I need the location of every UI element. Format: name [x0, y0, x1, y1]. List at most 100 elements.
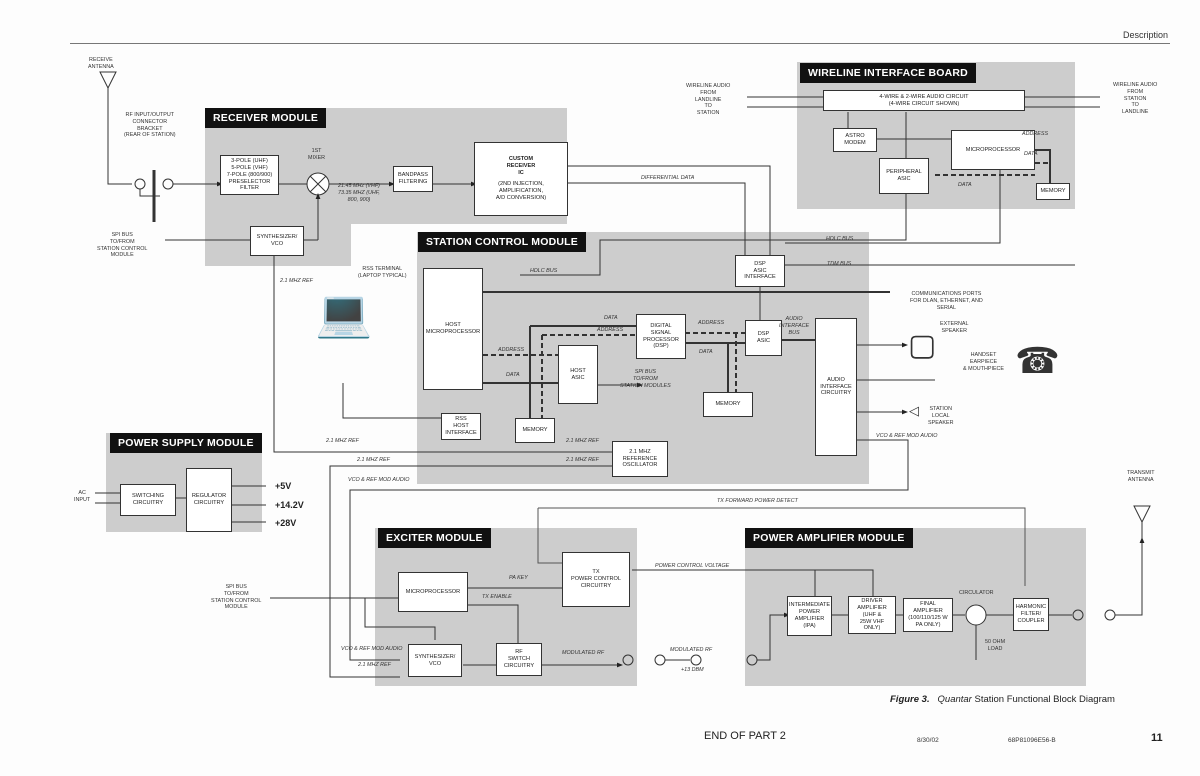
custom-receiver-ic: CUSTOM RECEIVER IC (2ND INJECTION, AMPLI… — [474, 142, 568, 216]
address-label-2: ADDRESS — [498, 347, 525, 353]
tx-enable-label: TX ENABLE — [482, 594, 512, 600]
first-mixer-label: 1ST MIXER — [308, 148, 326, 161]
dsp-asic: DSP ASIC — [745, 320, 782, 356]
wl-data2-label: DATA — [958, 182, 972, 188]
intermediate-power-amp: INTERMEDIATE POWER AMPLIFIER (IPA) — [787, 596, 832, 636]
handset-label: HANDSET EARPIECE & MOUTHPIECE — [963, 352, 1005, 372]
connector-icon — [162, 178, 174, 190]
ref-21-label-5: 2.1 MHZ REF — [566, 457, 599, 463]
exciter-title: EXCITER MODULE — [378, 528, 491, 548]
power-supply-title: POWER SUPPLY MODULE — [110, 433, 262, 453]
tx-forward-label: TX FORWARD POWER DETECT — [717, 498, 798, 504]
rf-bracket-label: RF INPUT/OUTPUT CONNECTOR BRACKET (REAR … — [124, 112, 176, 139]
external-speaker-label: EXTERNAL SPEAKER — [940, 321, 969, 334]
ref-21-label-4: 2.1 MHZ REF — [357, 457, 390, 463]
wl-address-label: ADDRESS — [1022, 131, 1049, 137]
pa-key-label: PA KEY — [509, 575, 528, 581]
switching-circuitry: SWITCHING CIRCUITRY — [120, 484, 176, 516]
plus13-label: +13 DBM — [681, 667, 704, 673]
comm-ports-label: COMMUNICATIONS PORTS FOR DLAN, ETHERNET,… — [910, 291, 983, 311]
station-speaker-label: STATION LOCAL SPEAKER — [928, 406, 954, 426]
rx-synthesizer: SYNTHESIZER/ VCO — [250, 226, 304, 256]
audio-interface-circuitry: AUDIO INTERFACE CIRCUITRY — [815, 318, 857, 456]
exciter-microprocessor: MICROPROCESSOR — [398, 572, 468, 612]
power-amplifier-title: POWER AMPLIFIER MODULE — [745, 528, 913, 548]
laptop-icon: 💻 — [315, 287, 373, 339]
spi-bus-ex-label: SPI BUS TO/FROM STATION CONTROL MODULE — [211, 584, 262, 611]
figure-number: Figure 3. — [890, 694, 930, 705]
local-speaker-icon: ◁ — [909, 403, 919, 418]
ref-21-label-2: 2.1 MHZ REF — [326, 438, 359, 444]
ac-input-label: AC INPUT — [74, 490, 91, 503]
dsp-asic-interface: DSP ASIC INTERFACE — [735, 255, 785, 287]
receive-antenna-label: RECEIVE ANTENNA — [88, 57, 114, 70]
exciter-synthesizer: SYNTHESIZER/ VCO — [408, 644, 462, 677]
header-rule — [70, 43, 1170, 44]
vco-ref-label-3: VCO & REF MOD AUDIO — [341, 646, 403, 652]
wireline-microprocessor: MICROPROCESSOR — [951, 130, 1035, 170]
differential-data-label: DIFFERENTIAL DATA — [641, 175, 695, 181]
ref-21-label: 2.1 MHZ REF — [280, 278, 313, 284]
ref-21-label-3: 2.1 MHZ REF — [566, 438, 599, 444]
connector-icon — [134, 178, 146, 190]
wl-data-label: DATA — [1024, 151, 1038, 157]
digital-signal-processor: DIGITAL SIGNAL PROCESSOR (DSP) — [636, 314, 686, 359]
custom-receiver-desc: (2ND INJECTION, AMPLIFICATION, A/D CONVE… — [495, 181, 547, 201]
hdlc-bus-label-1: HDLC BUS — [826, 236, 854, 242]
vco-ref-label-2: VCO & REF MOD AUDIO — [348, 477, 410, 483]
audio-bus-label: AUDIO INTERFACE BUS — [779, 316, 810, 336]
transmit-antenna-label: TRANSMIT ANTENNA — [1127, 470, 1155, 483]
preselector-filter: 3-POLE (UHF) 5-POLE (VHF) 7-POLE (800/90… — [220, 155, 279, 195]
final-amplifier: FINAL AMPLIFIER (100/110/125 W PA ONLY) — [903, 598, 953, 632]
driver-amplifier: DRIVER AMPLIFIER (UHF & 25W VHF ONLY) — [848, 596, 896, 634]
address-label-3: ADDRESS — [698, 320, 725, 326]
regulator-circuitry: REGULATOR CIRCUITRY — [186, 468, 232, 532]
reference-oscillator: 2.1 MHZ REFERENCE OSCILLATOR — [612, 441, 668, 477]
rss-terminal-label: RSS TERMINAL (LAPTOP TYPICAL) — [358, 266, 407, 279]
circulator-label: CIRCULATOR — [959, 590, 994, 596]
caption-text: Station Functional Block Diagram — [971, 694, 1115, 705]
wireline-module-title: WIRELINE INTERFACE BOARD — [800, 63, 976, 83]
transmit-antenna-icon — [1133, 505, 1151, 524]
address-label-1: ADDRESS — [597, 327, 624, 333]
data-label-2: DATA — [506, 372, 520, 378]
voltage-14v: +14.2V — [275, 500, 304, 510]
page-number: 11 — [1151, 732, 1163, 744]
end-of-part: END OF PART 2 — [704, 730, 786, 742]
bandpass-filter: BANDPASS FILTERING — [393, 166, 433, 192]
data-label-3: DATA — [699, 349, 713, 355]
receive-antenna-icon — [99, 71, 117, 90]
harmonic-filter: HARMONIC FILTER/ COUPLER — [1013, 598, 1049, 631]
spi-bus-rx-label: SPI BUS TO/FROM STATION CONTROL MODULE — [97, 232, 148, 259]
voltage-5v: +5V — [275, 481, 292, 491]
circulator-icon — [965, 604, 987, 626]
data-label-1: DATA — [604, 315, 618, 321]
tdm-bus-label: TDM BUS — [827, 261, 852, 267]
footer-date: 8/30/02 — [917, 737, 939, 744]
figure-caption: Figure 3. Quantar Station Functional Blo… — [890, 694, 1115, 705]
vco-ref-label-1: VCO & REF MOD AUDIO — [876, 433, 938, 439]
voltage-28v: +28V — [275, 518, 297, 528]
footer-doc-number: 68P81096E56-B — [1008, 737, 1056, 744]
receiver-module-title: RECEIVER MODULE — [205, 108, 327, 128]
scm-memory-1: MEMORY — [515, 418, 555, 443]
handset-icon: ☎ — [1015, 340, 1060, 381]
host-microprocessor: HOST MICROPROCESSOR — [423, 268, 483, 390]
spi-modules-label: SPI BUS TO/FROM STATION MODULES — [620, 369, 671, 389]
modulated-rf-label-1: MODULATED RF — [562, 650, 605, 656]
custom-receiver-title: CUSTOM RECEIVER IC — [506, 156, 536, 177]
host-asic: HOST ASIC — [558, 345, 598, 404]
tx-power-control: TX POWER CONTROL CIRCUITRY — [562, 552, 630, 607]
scm-memory-2: MEMORY — [703, 392, 753, 417]
load-label: 50 OHM LOAD — [985, 639, 1006, 652]
ref-21-label-6: 2.1 MHZ REF — [358, 662, 391, 668]
modulated-rf-label-2: MODULATED RF — [670, 647, 713, 653]
rss-host-interface: RSS HOST INTERFACE — [441, 413, 481, 440]
product-name: Quantar — [937, 694, 972, 705]
station-control-title: STATION CONTROL MODULE — [418, 232, 586, 252]
speaker-icon: ▢ — [908, 329, 937, 362]
rf-switch: RF SWITCH CIRCUITRY — [496, 643, 542, 676]
wire-audio-circuit: 4-WIRE & 2-WIRE AUDIO CIRCUIT (4-WIRE CI… — [823, 90, 1025, 111]
